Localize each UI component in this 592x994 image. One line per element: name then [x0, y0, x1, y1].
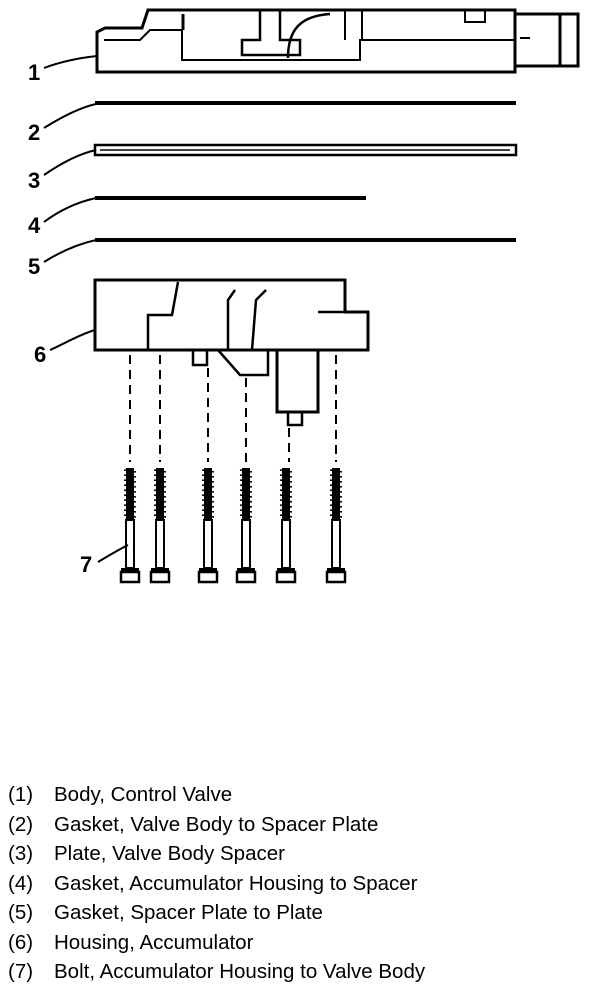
bolt	[275, 468, 297, 584]
parts-legend: (1) Body, Control Valve (2) Gasket, Valve B…	[8, 780, 583, 987]
bolt	[119, 468, 141, 584]
legend-item-number: (5)	[8, 901, 34, 924]
bolt	[325, 468, 347, 584]
callout-4: 4	[28, 213, 41, 238]
legend-item-text: Body, Control Valve	[54, 783, 233, 806]
legend-item-number: (1)	[8, 783, 34, 806]
bolt	[149, 468, 171, 584]
legend-item-text: Gasket, Spacer Plate to Plate	[54, 901, 323, 924]
callout-leader-lines	[43, 55, 129, 563]
valve-body-spacer-plate	[93, 143, 518, 157]
legend-item-number: (3)	[8, 842, 34, 865]
legend-item: (6) Housing, Accumulator	[8, 928, 583, 958]
callout-2: 2	[28, 120, 40, 145]
callout-1: 1	[28, 60, 40, 85]
control-valve-body	[95, 8, 580, 74]
legend-item-text: Housing, Accumulator	[54, 930, 254, 954]
bolt	[197, 468, 219, 584]
accumulator-housing	[93, 278, 370, 427]
legend-item-text: Plate, Valve Body Spacer	[54, 842, 285, 865]
bolt	[235, 468, 257, 584]
legend-item: (7) Bolt, Accumulator Housing to Valve Bo…	[8, 957, 583, 987]
legend-item-number: (2)	[8, 812, 34, 836]
callout-6: 6	[34, 342, 46, 367]
legend-item-number: (6)	[8, 930, 34, 954]
legend-item-text: Gasket, Valve Body to Spacer Plate	[54, 812, 379, 836]
legend-item: (4) Gasket, Accumulator Housing to Spacer	[8, 869, 583, 899]
bolt-alignment-lines	[129, 355, 337, 462]
callout-7: 7	[80, 552, 92, 577]
callout-3: 3	[28, 168, 40, 193]
legend-item-number: (4)	[8, 871, 34, 895]
legend-item-text: Bolt, Accumulator Housing to Valve Body	[54, 960, 426, 983]
callout-5: 5	[28, 254, 40, 279]
legend-item: (5) Gasket, Spacer Plate to Plate	[8, 898, 583, 928]
legend-item: (2) Gasket, Valve Body to Spacer Plate	[8, 810, 583, 840]
legend-item-number: (7)	[8, 960, 34, 983]
legend-item: (3) Plate, Valve Body Spacer	[8, 839, 583, 869]
legend-item-text: Gasket, Accumulator Housing to Spacer	[54, 871, 418, 895]
legend-item: (1) Body, Control Valve	[8, 780, 583, 810]
accumulator-housing-bolts	[119, 468, 347, 584]
